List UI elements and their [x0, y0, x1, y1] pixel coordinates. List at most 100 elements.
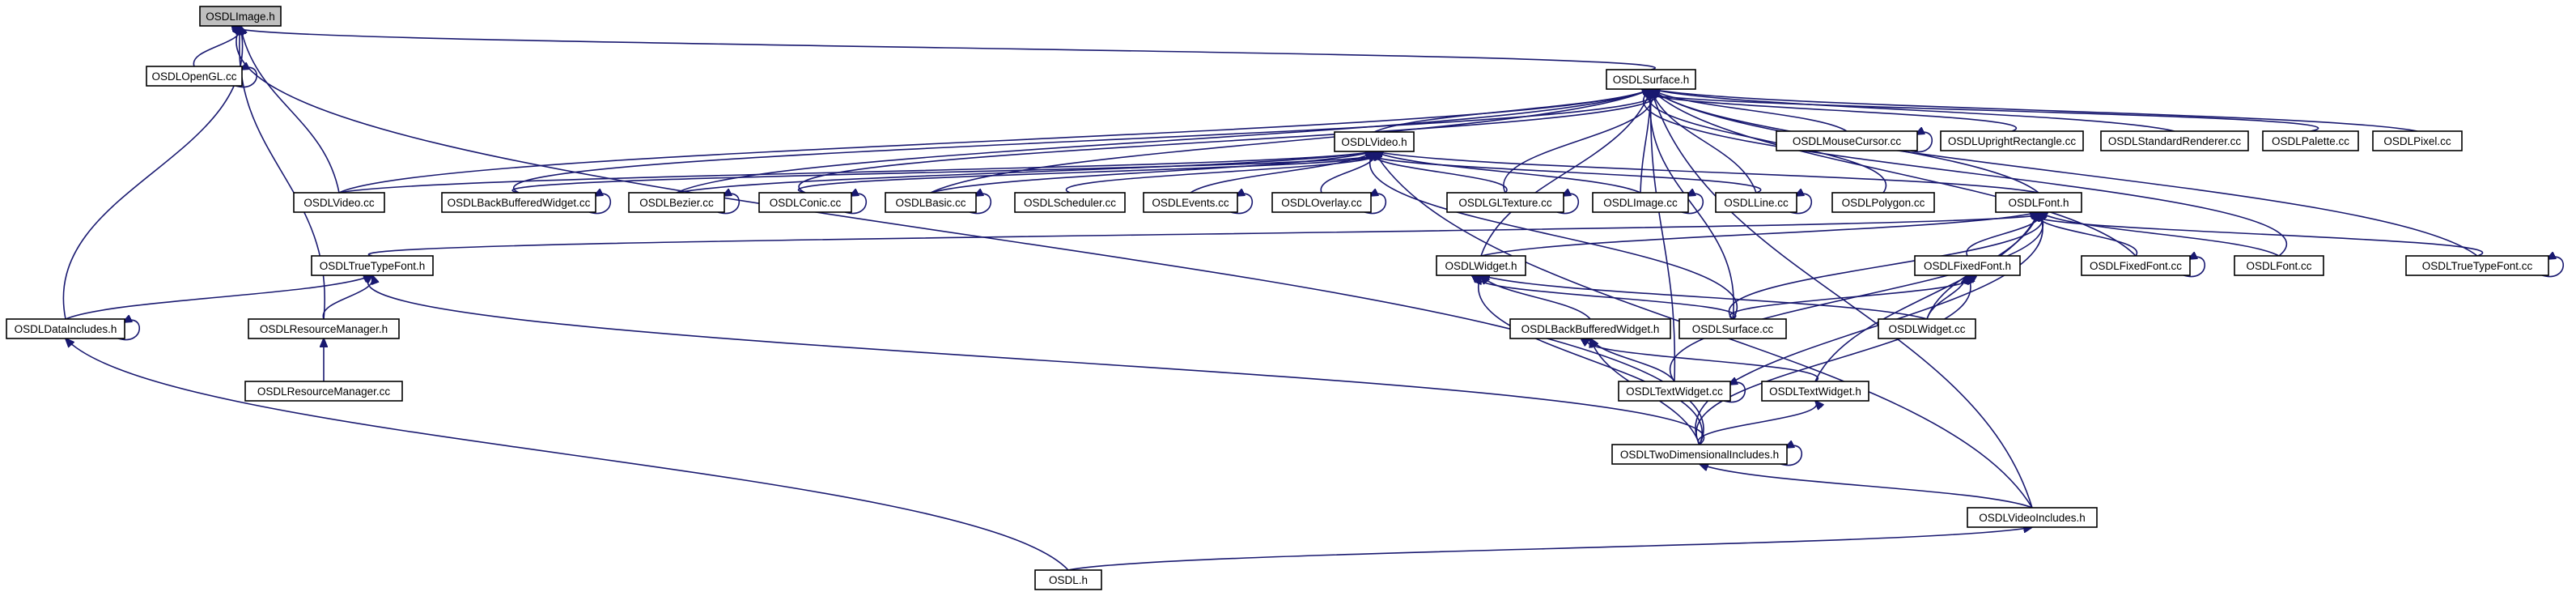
- file-node-osdlfont-cc[interactable]: OSDLFont.cc: [2234, 255, 2324, 276]
- node-box[interactable]: [758, 192, 852, 213]
- include-edge: [969, 194, 992, 215]
- node-box[interactable]: [1436, 255, 1526, 276]
- include-edge: [1650, 89, 1735, 320]
- file-node-osdlresourcemanager-h[interactable]: OSDLResourceManager.h: [248, 318, 400, 339]
- file-node-osdlstandardrenderer-cc[interactable]: OSDLStandardRenderer.cc: [2100, 130, 2249, 151]
- node-box[interactable]: [1143, 192, 1238, 213]
- node-box[interactable]: [1995, 192, 2082, 213]
- file-node-osdlresourcemanager-cc[interactable]: OSDLResourceManager.cc: [244, 381, 403, 402]
- file-node-osdlpolygon-cc[interactable]: OSDLPolygon.cc: [1831, 192, 1935, 213]
- node-box[interactable]: [1715, 192, 1797, 213]
- node-label: OSDLBezier.cc: [639, 197, 714, 209]
- include-edge: [1190, 151, 1374, 194]
- node-label: OSDLSurface.h: [1613, 74, 1690, 86]
- node-box[interactable]: [199, 6, 282, 27]
- node-box[interactable]: [1271, 192, 1372, 213]
- node-box[interactable]: [885, 192, 977, 213]
- file-node-osdlevents-cc[interactable]: OSDLEvents.cc: [1143, 192, 1238, 213]
- node-box[interactable]: [2100, 130, 2249, 151]
- node-box[interactable]: [311, 255, 434, 276]
- file-node-osdl-h[interactable]: OSDL.h: [1034, 569, 1102, 590]
- include-edge: [1230, 194, 1254, 215]
- file-node-osdlvideo-cc[interactable]: OSDLVideo.cc: [293, 192, 385, 213]
- node-box[interactable]: [1761, 381, 1869, 402]
- node-box[interactable]: [1878, 318, 1976, 339]
- file-node-osdldataincludes-h[interactable]: OSDLDataIncludes.h: [6, 318, 125, 339]
- node-box[interactable]: [1334, 131, 1415, 152]
- include-edge: [1067, 527, 2032, 571]
- node-box[interactable]: [2234, 255, 2324, 276]
- file-node-osdlvideoincludes-h[interactable]: OSDLVideoIncludes.h: [1967, 507, 2098, 528]
- file-node-osdlimage-cc[interactable]: OSDLImage.cc: [1592, 192, 1689, 213]
- node-box[interactable]: [2081, 255, 2191, 276]
- node-box[interactable]: [1034, 569, 1102, 590]
- file-node-osdltruetypefont-h[interactable]: OSDLTrueTypeFont.h: [311, 255, 434, 276]
- include-edge: [236, 26, 1704, 445]
- file-node-osdlsurface-cc[interactable]: OSDLSurface.cc: [1678, 318, 1787, 339]
- node-box[interactable]: [1678, 318, 1787, 339]
- node-box[interactable]: [293, 192, 385, 213]
- node-box[interactable]: [146, 66, 243, 87]
- file-node-osdltruetypefont-cc[interactable]: OSDLTrueTypeFont.cc: [2405, 255, 2549, 276]
- node-box[interactable]: [244, 381, 403, 402]
- node-box[interactable]: [1914, 255, 2021, 276]
- file-node-osdltextwidget-h[interactable]: OSDLTextWidget.h: [1761, 381, 1869, 402]
- file-node-osdlfont-h[interactable]: OSDLFont.h: [1995, 192, 2082, 213]
- node-box[interactable]: [2372, 130, 2463, 151]
- node-box[interactable]: [6, 318, 125, 339]
- file-node-osdlwidget-h[interactable]: OSDLWidget.h: [1436, 255, 1526, 276]
- file-node-osdlpixel-cc[interactable]: OSDLPixel.cc: [2372, 130, 2463, 151]
- include-edge: [1723, 382, 1746, 403]
- include-edge: [1370, 151, 1738, 320]
- file-node-osdlconic-cc[interactable]: OSDLConic.cc: [758, 192, 852, 213]
- node-box[interactable]: [1940, 130, 2084, 151]
- node-box[interactable]: [1509, 318, 1671, 339]
- node-label: OSDLOverlay.cc: [1281, 197, 1362, 209]
- node-box[interactable]: [1776, 130, 1918, 151]
- node-box[interactable]: [1611, 444, 1788, 465]
- include-edge: [338, 89, 1651, 194]
- node-label: OSDLUprightRectangle.cc: [1948, 135, 2077, 147]
- node-box[interactable]: [2262, 130, 2359, 151]
- include-edge: [1780, 445, 1803, 466]
- file-node-osdlscheduler-cc[interactable]: OSDLScheduler.cc: [1014, 192, 1126, 213]
- node-box[interactable]: [1618, 381, 1731, 402]
- node-box[interactable]: [1831, 192, 1935, 213]
- include-edge: [511, 151, 1381, 194]
- file-node-osdlimage-h[interactable]: OSDLImage.h: [199, 6, 282, 27]
- node-box[interactable]: [1592, 192, 1689, 213]
- file-node-osdluprightrectangle-cc[interactable]: OSDLUprightRectangle.cc: [1940, 130, 2084, 151]
- file-node-osdltwodimensionalincludes-h[interactable]: OSDLTwoDimensionalIncludes.h: [1611, 444, 1788, 465]
- node-box[interactable]: [1606, 69, 1696, 90]
- file-node-osdloverlay-cc[interactable]: OSDLOverlay.cc: [1271, 192, 1372, 213]
- file-node-osdlbackbufferedwidget-cc[interactable]: OSDLBackBufferedWidget.cc: [441, 192, 596, 213]
- node-box[interactable]: [1967, 507, 2098, 528]
- node-label: OSDLImage.cc: [1603, 197, 1678, 209]
- file-node-osdlvideo-h[interactable]: OSDLVideo.h: [1334, 131, 1415, 152]
- file-node-osdlbezier-cc[interactable]: OSDLBezier.cc: [628, 192, 725, 213]
- file-node-osdltextwidget-cc[interactable]: OSDLTextWidget.cc: [1618, 381, 1731, 402]
- file-node-osdlbasic-cc[interactable]: OSDLBasic.cc: [885, 192, 977, 213]
- file-node-osdlline-cc[interactable]: OSDLLine.cc: [1715, 192, 1797, 213]
- include-edge: [65, 275, 372, 320]
- file-node-osdlgltexture-cc[interactable]: OSDLGLTexture.cc: [1446, 192, 1564, 213]
- node-box[interactable]: [1446, 192, 1564, 213]
- file-node-osdlfixedfont-h[interactable]: OSDLFixedFont.h: [1914, 255, 2021, 276]
- node-box[interactable]: [2405, 255, 2549, 276]
- include-edge: [1695, 275, 1971, 445]
- node-box[interactable]: [248, 318, 400, 339]
- file-node-osdlsurface-h[interactable]: OSDLSurface.h: [1606, 69, 1696, 90]
- file-node-osdlmousecursor-cc[interactable]: OSDLMouseCursor.cc: [1776, 130, 1918, 151]
- file-node-osdlopengl-cc[interactable]: OSDLOpenGL.cc: [146, 66, 243, 87]
- file-node-osdlwidget-cc[interactable]: OSDLWidget.cc: [1878, 318, 1976, 339]
- include-edge: [1729, 212, 2042, 320]
- file-node-osdlpalette-cc[interactable]: OSDLPalette.cc: [2262, 130, 2359, 151]
- node-box[interactable]: [1014, 192, 1126, 213]
- node-box[interactable]: [441, 192, 596, 213]
- file-node-osdlfixedfont-cc[interactable]: OSDLFixedFont.cc: [2081, 255, 2191, 276]
- include-edge: [1479, 275, 1703, 445]
- include-edge: [1480, 212, 2039, 257]
- node-box[interactable]: [628, 192, 725, 213]
- file-node-osdlbackbufferedwidget-h[interactable]: OSDLBackBufferedWidget.h: [1509, 318, 1671, 339]
